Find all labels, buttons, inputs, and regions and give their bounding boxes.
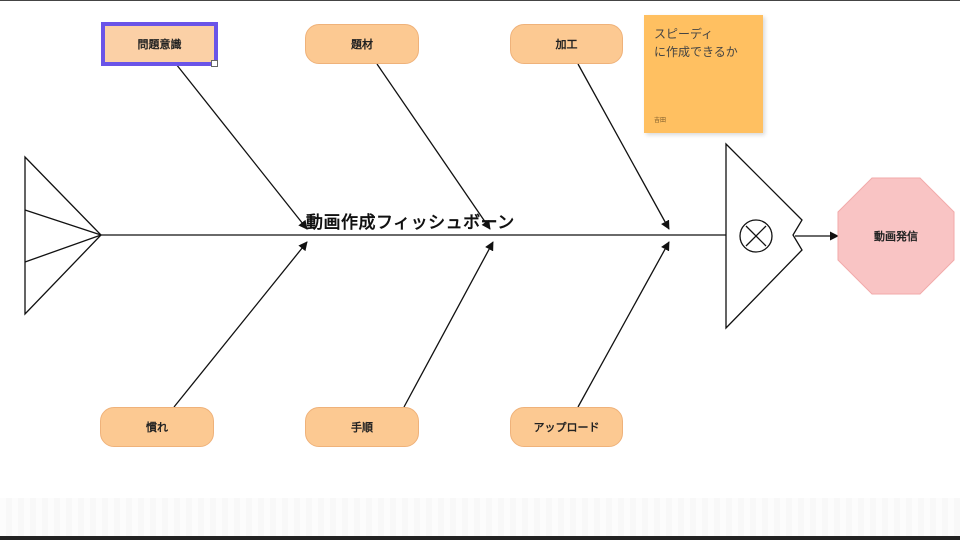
effect-text: 動画発信 bbox=[874, 230, 918, 243]
bottom-border bbox=[0, 536, 960, 540]
cause-label: 問題意識 bbox=[137, 38, 182, 51]
cause-label: 手順 bbox=[351, 421, 373, 434]
bone-top-2[interactable] bbox=[376, 63, 491, 230]
resize-handle[interactable] bbox=[211, 60, 218, 67]
sticky-text-line1: スピーディ bbox=[654, 27, 714, 41]
effect-octagon[interactable] bbox=[837, 177, 955, 295]
cause-node-problem-awareness[interactable]: 問題意識 bbox=[101, 22, 218, 66]
cause-node-editing[interactable]: 加工 bbox=[510, 24, 623, 64]
circle-x-icon bbox=[739, 219, 773, 253]
bone-top-1[interactable] bbox=[175, 63, 308, 230]
fish-tail[interactable] bbox=[24, 155, 102, 316]
bone-bottom-1[interactable] bbox=[173, 241, 308, 408]
top-border bbox=[0, 0, 960, 1]
cause-node-subject[interactable]: 題材 bbox=[305, 24, 419, 64]
bone-bottom-3[interactable] bbox=[577, 241, 670, 408]
cause-label: アップロード bbox=[533, 421, 600, 434]
bone-top-3[interactable] bbox=[577, 63, 670, 230]
bottom-strip bbox=[0, 498, 960, 540]
cause-node-procedure[interactable]: 手順 bbox=[305, 407, 419, 447]
sticky-note[interactable]: スピーディ に作成できるか 吉田 bbox=[644, 15, 763, 133]
effect-label: 動画発信 bbox=[838, 178, 954, 294]
cause-label: 慣れ bbox=[146, 421, 168, 434]
cause-label: 題材 bbox=[351, 38, 373, 51]
bone-bottom-2[interactable] bbox=[403, 241, 494, 408]
cause-node-upload[interactable]: アップロード bbox=[510, 407, 623, 447]
diagram-title[interactable]: 動画作成フィッシュボーン bbox=[306, 213, 515, 233]
sticky-text-line2: に作成できるか bbox=[654, 45, 738, 59]
cause-label: 加工 bbox=[555, 38, 578, 51]
cause-node-familiarity[interactable]: 慣れ bbox=[100, 407, 214, 447]
sticky-author: 吉田 bbox=[654, 117, 667, 124]
